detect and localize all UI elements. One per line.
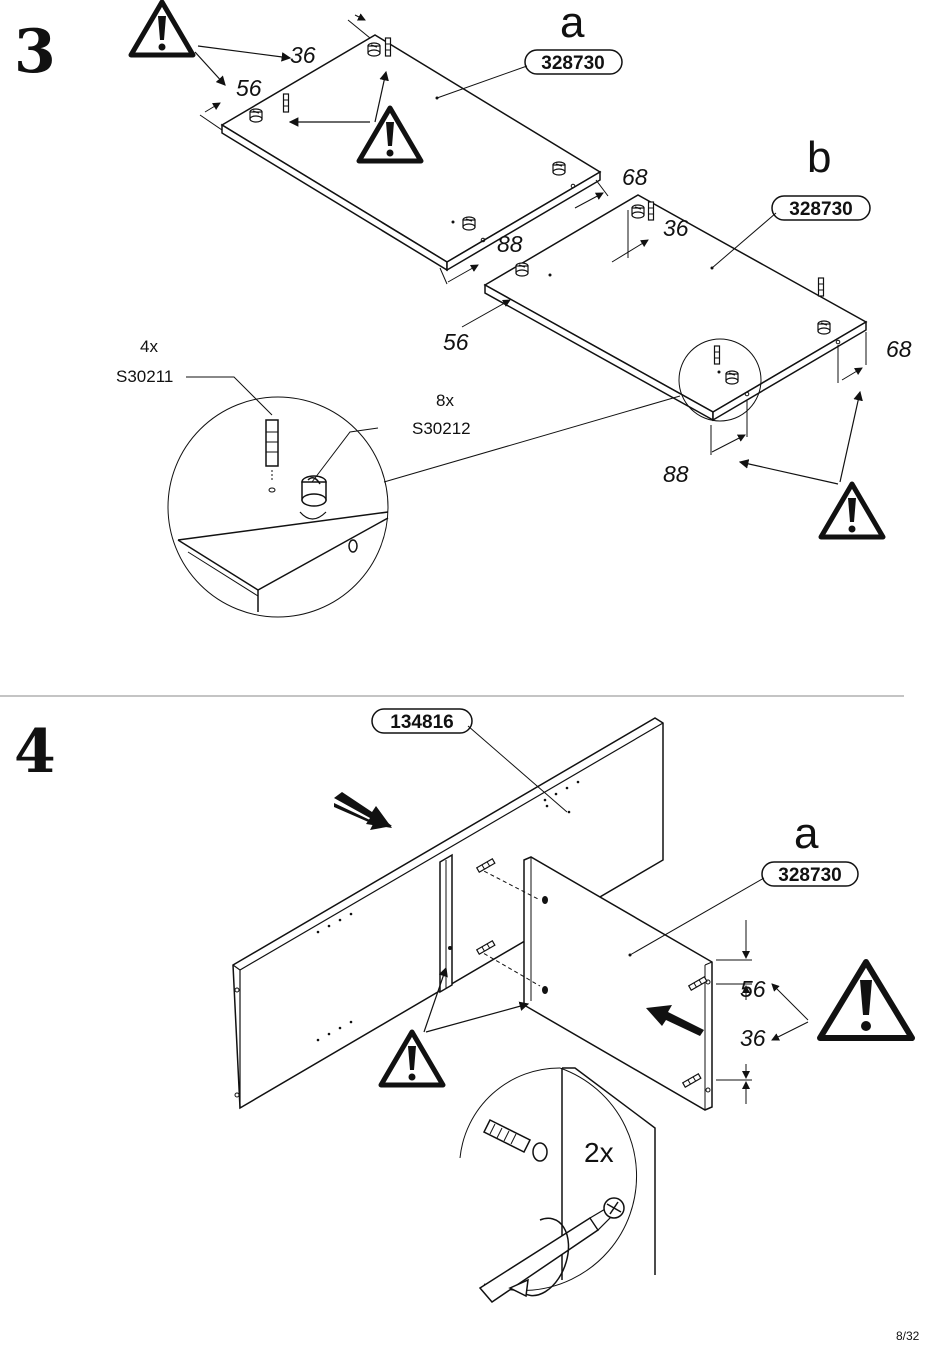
- part-badge-a: [524, 49, 623, 75]
- dim-88-panel-b-bottom: 88: [663, 461, 689, 487]
- part-a-leader: [436, 65, 528, 99]
- dim-36-panel-b: 36: [663, 215, 689, 241]
- hardware-1-code: S30211: [116, 367, 173, 386]
- panel-b-part-no: 328730: [789, 199, 852, 220]
- hardware-1-qty: 4x: [140, 337, 158, 356]
- dim-36-step4: 36: [740, 1025, 766, 1051]
- step-3-number: 3: [14, 17, 56, 87]
- dim-68-panel-b-top: 68: [622, 164, 648, 190]
- panel-a-part-no: 328730: [541, 53, 604, 74]
- panel-a-letter: a: [560, 0, 585, 47]
- dim-56-panel-a: 56: [236, 75, 262, 101]
- panel-b-letter: b: [807, 133, 831, 182]
- back-panel-leader: [467, 725, 568, 813]
- warning-icon: [131, 2, 193, 55]
- drawer-rail: [439, 853, 453, 994]
- detail-circle-screwdriver: [459, 1067, 656, 1303]
- panel-a-dimensions: [199, 13, 609, 285]
- side-panel-letter: a: [794, 809, 819, 858]
- alignment-lines: [477, 867, 541, 987]
- warning-icon: [381, 1032, 443, 1085]
- step4-dimensions: [716, 920, 809, 1104]
- part-badge-b: [771, 195, 871, 221]
- screwdriver-icon: [478, 1197, 625, 1303]
- arrow-icon: [334, 792, 392, 828]
- cam-lock-icon: [299, 475, 327, 520]
- page-number: 8/32: [896, 1329, 920, 1343]
- hardware-2-code: S30212: [412, 419, 471, 438]
- part-badge-back-panel: [371, 708, 473, 734]
- step-4-number: 4: [14, 717, 56, 787]
- back-panel-part-no: 134816: [390, 712, 453, 733]
- dim-68-panel-b-right: 68: [886, 336, 912, 362]
- warning-icon: [821, 484, 883, 537]
- side-panel-part-no: 328730: [778, 865, 841, 886]
- arrow-icon: [646, 1005, 704, 1036]
- side-panel-leader: [629, 877, 765, 956]
- dim-88-panel-b-top: 88: [497, 231, 523, 257]
- warning-icon: [817, 959, 915, 1041]
- part-badge-side-panel: [761, 861, 859, 887]
- detail-quantity: 2x: [584, 1137, 614, 1168]
- dim-56-step4: 56: [740, 976, 766, 1002]
- dim-36-panel-a: 36: [290, 42, 316, 68]
- detail-circle-hardware: [167, 376, 681, 618]
- part-b-leader: [711, 212, 777, 269]
- hardware-2-qty: 8x: [436, 391, 454, 410]
- dowel-icon: [482, 1118, 548, 1162]
- panel-b: [483, 194, 868, 422]
- warning-leaders-step4: [423, 966, 530, 1033]
- side-panel-a: [523, 856, 713, 1111]
- panel-b-dimensions: [461, 210, 867, 455]
- dowel-icon: [265, 419, 279, 493]
- dim-56-panel-b: 56: [443, 329, 469, 355]
